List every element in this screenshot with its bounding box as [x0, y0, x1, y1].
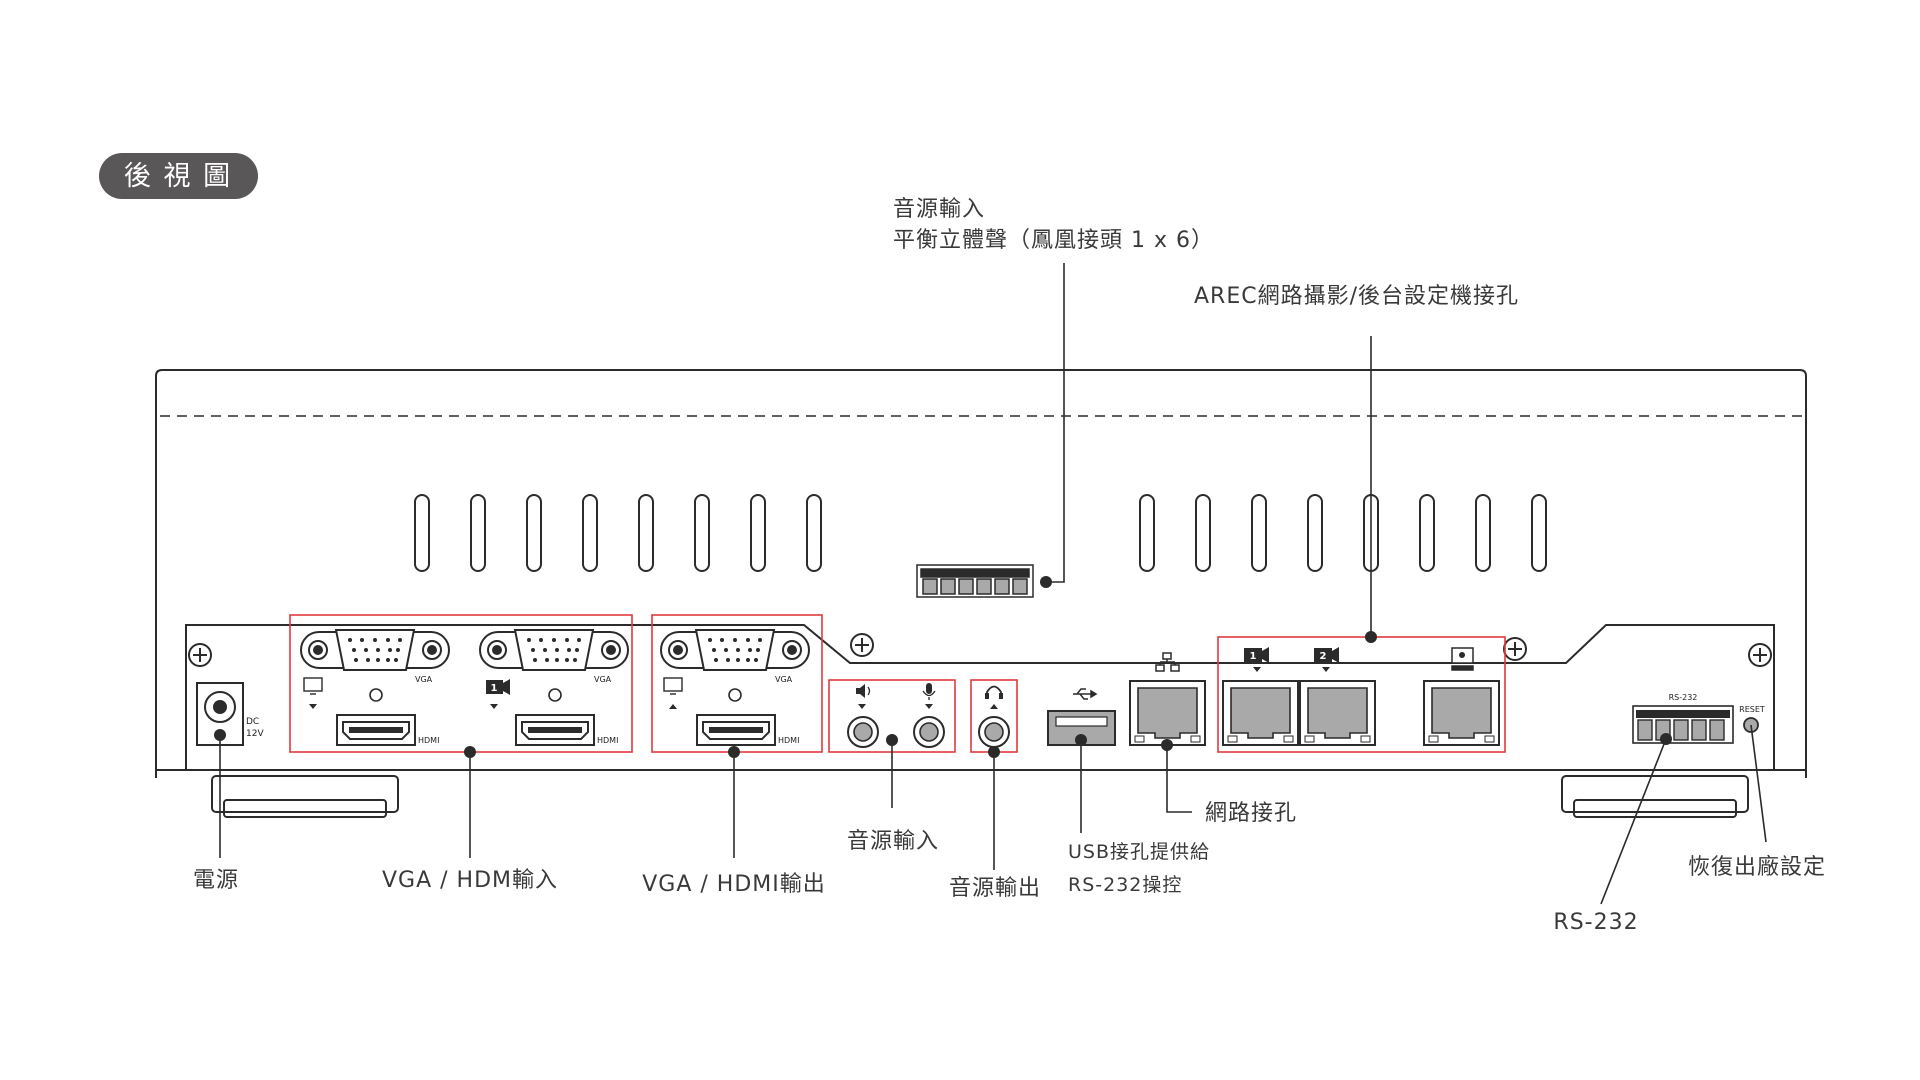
callout-labels: 音源輸入 平衡立體聲（鳳凰接頭 1 x 6） AREC網路攝影/後台設定機接孔 …	[193, 197, 1826, 935]
rs232-small-label: RS-232	[1669, 693, 1698, 702]
rj45-port-camera-1	[1222, 680, 1299, 746]
vga-label: VGA	[594, 675, 612, 684]
callout-audio-in-balanced-line1: 音源輸入	[893, 197, 985, 222]
hdmi-label: HDMI	[778, 736, 799, 745]
camera-1-icon: 1	[486, 679, 510, 695]
callout-audio-input: 音源輸入	[847, 829, 939, 854]
led-indicator	[369, 688, 383, 702]
audio-input-group	[828, 679, 956, 753]
network-icon	[1155, 652, 1180, 672]
callout-audio-output: 音源輸出	[949, 876, 1041, 901]
vent-slots	[414, 494, 1547, 572]
screw-icon	[1748, 643, 1772, 667]
rj45-port-camera-2	[1299, 680, 1376, 746]
hdmi-port-in-1	[336, 714, 416, 746]
callout-audio-in-balanced-line2: 平衡立體聲（鳳凰接頭 1 x 6）	[893, 228, 1214, 253]
vga-port-in-2	[479, 629, 629, 671]
camera-number: 2	[1320, 651, 1327, 662]
hdmi-label: HDMI	[597, 736, 618, 745]
vga-label: VGA	[415, 675, 433, 684]
callout-arec-camera-ports: AREC網路攝影/後台設定機接孔	[1194, 284, 1519, 309]
screw-icon	[188, 643, 212, 667]
callout-network-port: 網路接孔	[1205, 801, 1297, 826]
hdmi-port-out	[696, 714, 776, 746]
usb-icon	[1073, 688, 1098, 700]
callout-usb-line2: RS-232操控	[1068, 874, 1182, 896]
headphone-icon	[985, 685, 1003, 699]
arrow-down-icon	[858, 704, 866, 709]
callout-factory-reset: 恢復出廠設定	[1688, 855, 1826, 880]
dc-voltage-label: 12V	[246, 729, 264, 739]
vga-label: VGA	[775, 675, 793, 684]
microphone-icon	[922, 683, 936, 700]
screws	[188, 633, 1772, 667]
arrow-down-icon	[1253, 667, 1261, 672]
dc-label: DC	[246, 717, 259, 727]
phoenix-connector-audio-in	[916, 564, 1034, 598]
rear-view-badge: 後 視 圖	[99, 153, 258, 199]
camera-1-icon: 1	[1244, 647, 1269, 663]
callout-vga-hdmi-output: VGA / HDMI輸出	[642, 872, 826, 897]
camera-number: 1	[1250, 651, 1257, 662]
audio-jack-mic-in	[913, 716, 945, 748]
badge-text: 後 視 圖	[124, 161, 232, 192]
speaker-icon	[856, 684, 871, 698]
arrow-up-icon	[990, 704, 998, 709]
vga-port-in-1	[300, 629, 450, 671]
screw-icon	[1503, 637, 1527, 661]
vga-port-out	[660, 629, 810, 671]
arrow-down-icon	[309, 704, 317, 709]
screw-icon	[850, 633, 874, 657]
device-chassis	[155, 369, 1807, 818]
arrow-up-icon	[669, 704, 677, 709]
callout-usb-line1: USB接孔提供給	[1068, 841, 1210, 863]
callout-vga-hdmi-input: VGA / HDM輸入	[382, 868, 558, 893]
leader-dots	[214, 576, 1672, 758]
audio-jack-headphone-out	[978, 716, 1010, 748]
callout-rs232: RS-232	[1553, 910, 1638, 935]
reset-small-label: RESET	[1739, 705, 1765, 714]
led-indicator	[728, 688, 742, 702]
dc-power-jack: DC 12V	[196, 682, 264, 746]
lan-port	[1129, 652, 1206, 746]
hdmi-label: HDMI	[418, 736, 439, 745]
camera-number: 1	[491, 683, 498, 694]
rs232-terminal: RS-232	[1632, 693, 1734, 744]
vga-hdmi-output-group: VGA HDMI	[651, 614, 823, 753]
arec-camera-ports-group: 1 2	[1217, 636, 1506, 753]
vga-hdmi-input-group: VGA HDMI VGA 1	[289, 614, 633, 753]
audio-output-group	[970, 679, 1018, 753]
led-indicator	[548, 688, 562, 702]
arrow-down-icon	[925, 704, 933, 709]
computer-icon	[1451, 647, 1474, 671]
rj45-port-backstage	[1423, 680, 1500, 746]
camera-2-icon: 2	[1314, 647, 1339, 663]
callout-power: 電源	[193, 868, 239, 893]
monitor-icon	[663, 677, 683, 695]
monitor-icon	[303, 677, 323, 695]
arrow-down-icon	[1322, 667, 1330, 672]
audio-jack-line-in	[847, 716, 879, 748]
hdmi-port-in-2	[515, 714, 595, 746]
arrow-down-icon	[490, 704, 498, 709]
